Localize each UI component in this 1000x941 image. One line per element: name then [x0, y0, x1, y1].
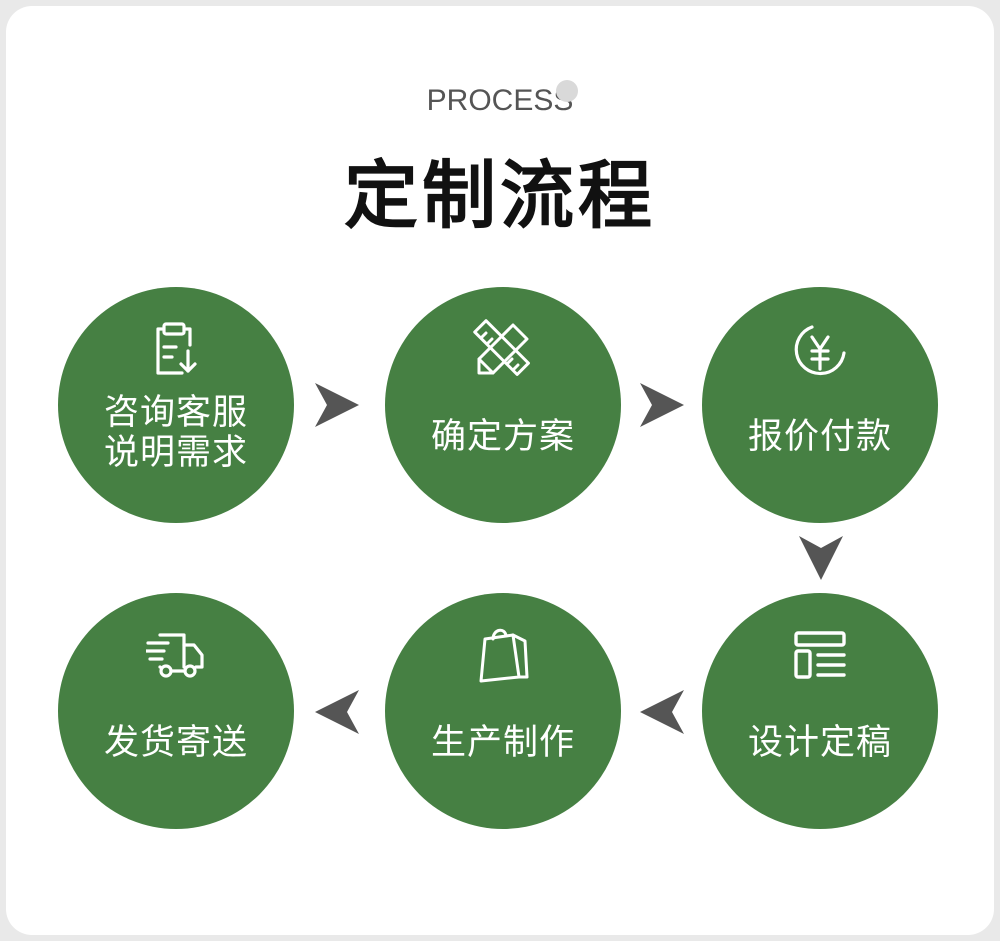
arrow-right-icon — [640, 383, 684, 427]
decorative-dot — [556, 80, 578, 102]
page-title: 定制流程 — [344, 153, 656, 239]
step-payment-label: 报价付款 — [747, 417, 892, 457]
arrow-left-icon — [640, 690, 684, 734]
step-consult-label: 咨询客服 说明需求 — [103, 393, 248, 473]
arrow-right-icon — [315, 383, 359, 427]
delivery-truck-icon — [146, 633, 204, 678]
step-plan: 确定方案 — [385, 287, 621, 523]
layout-template-icon — [794, 631, 846, 679]
arrow-down-icon — [799, 536, 843, 580]
step-shipping-label: 发货寄送 — [103, 723, 248, 763]
step-production: 生产制作 — [385, 593, 621, 829]
step-plan-label: 确定方案 — [430, 417, 575, 457]
shopping-bag-icon — [479, 628, 529, 683]
arrow-left-icon — [315, 690, 359, 734]
step-design-label: 设计定稿 — [747, 723, 892, 763]
step-consult: 咨询客服 说明需求 — [58, 287, 294, 523]
clipboard-download-icon — [156, 322, 197, 375]
pencil-ruler-icon — [473, 319, 530, 376]
step-shipping: 发货寄送 — [58, 593, 294, 829]
step-design: 设计定稿 — [702, 593, 938, 829]
yen-coin-icon — [794, 325, 846, 376]
step-payment: 报价付款 — [702, 287, 938, 523]
eyebrow-label: PROCESS — [426, 84, 574, 117]
step-production-label: 生产制作 — [430, 723, 575, 763]
